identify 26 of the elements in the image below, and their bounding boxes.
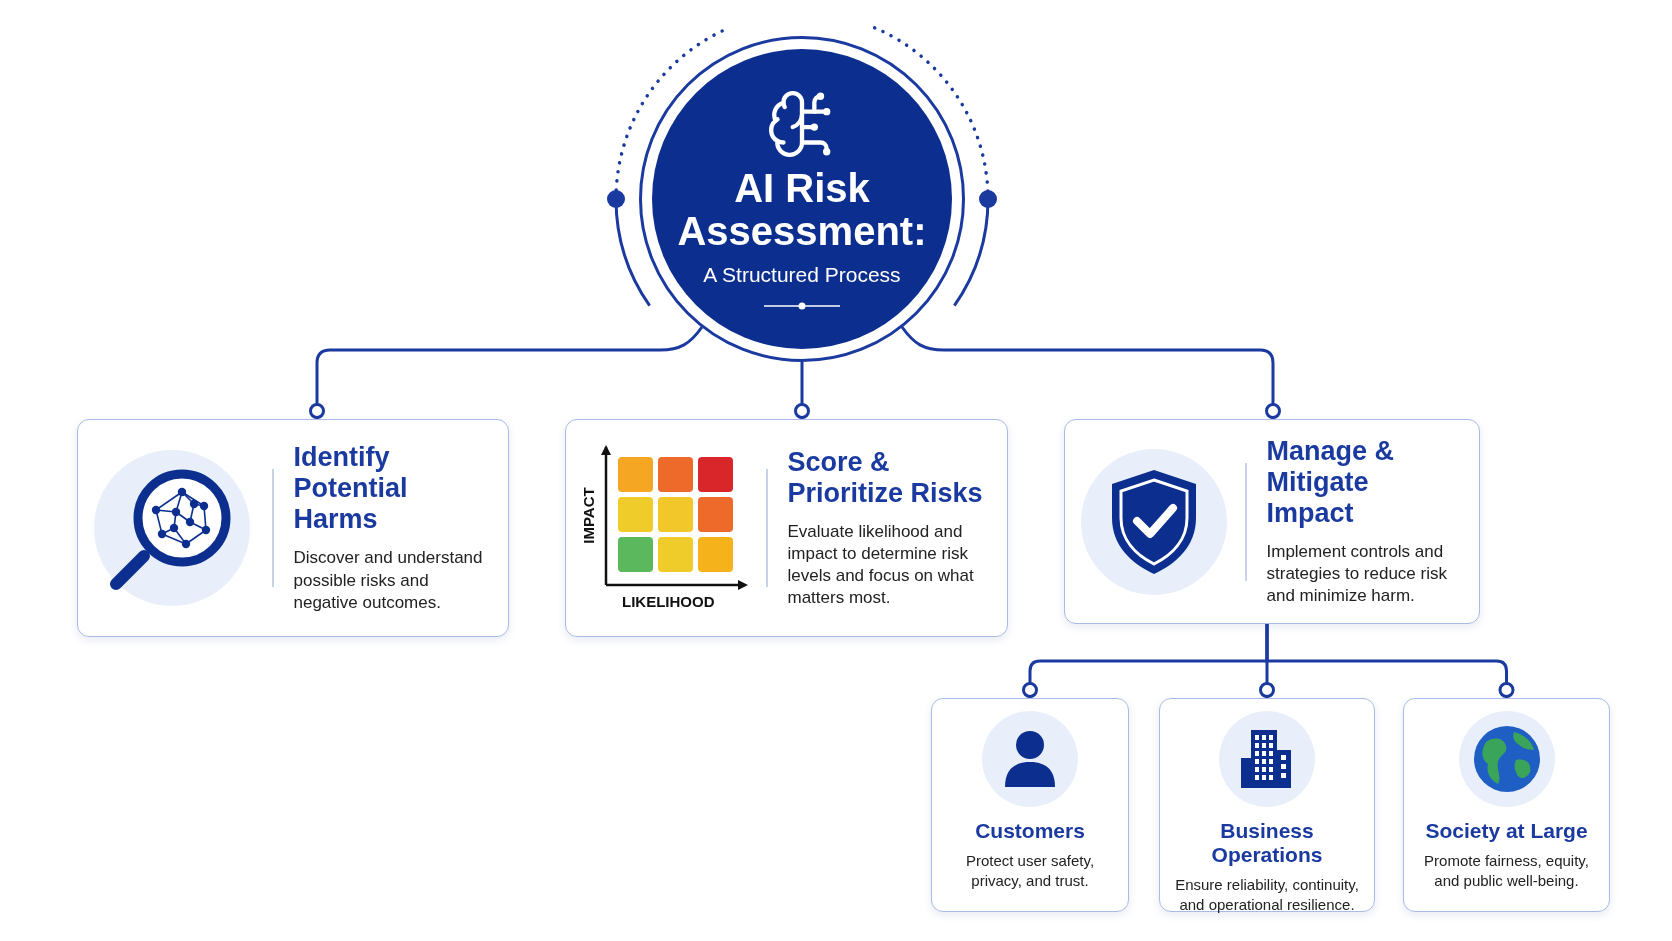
title-text: AI Risk Assessment: — [677, 166, 927, 254]
axis-label: IMPACT — [579, 487, 597, 544]
stakeholder-card — [931, 698, 1129, 912]
card-heading: Business Operations — [1210, 819, 1324, 868]
step-card — [565, 419, 1008, 637]
stakeholder-card — [1159, 698, 1375, 912]
card-heading: Score & Prioritize Risks — [787, 446, 984, 509]
card-description: Evaluate likelihood and impact to determine risk levels and focus on what matters most. — [787, 520, 975, 610]
card-heading: Society at Large — [1425, 819, 1588, 844]
stakeholder-card — [1403, 698, 1610, 912]
card-description: Ensure reliability, continuity, and operational resilience. — [1174, 875, 1360, 915]
card-heading: Identify Potential Harms — [293, 442, 409, 536]
step-card — [1064, 419, 1480, 624]
card-description: Discover and understand possible risks and negative outcomes. — [293, 547, 484, 614]
card-description: Protect user safety, privacy, and trust. — [964, 851, 1096, 891]
connector-line — [794, 362, 810, 419]
connector-line — [309, 326, 704, 419]
subtitle-text: A Structured Process — [703, 263, 901, 288]
card-heading: Manage & Mitigate Impact — [1266, 435, 1396, 529]
card-description: Implement controls and strategies to reduce risk and minimize harm. — [1266, 540, 1448, 608]
connector-line — [900, 326, 1281, 419]
card-heading: Customers — [975, 819, 1085, 844]
connector-line — [1265, 624, 1515, 698]
card-description: Promote fairness, equity, and public well-being. — [1423, 851, 1590, 891]
axis-label: LIKELIHOOD — [622, 593, 715, 610]
step-card — [77, 419, 509, 637]
